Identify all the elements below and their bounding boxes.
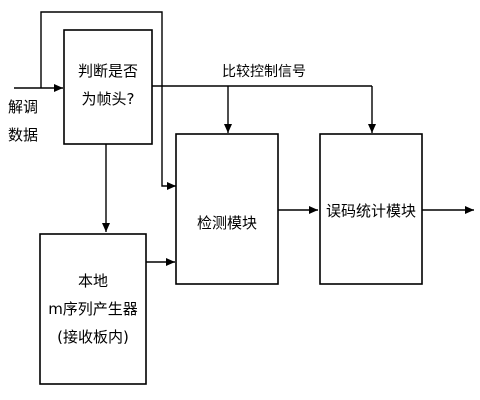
error-stats-block <box>319 133 423 285</box>
detection-label: 检测模块 <box>197 214 257 232</box>
input-label-line-2: 数据 <box>8 126 38 144</box>
control-signal-label: 比较控制信号 <box>222 64 306 80</box>
generator-label-line-1: 本地 <box>78 272 108 290</box>
detection-block <box>175 133 279 285</box>
input-label-line-1: 解调 <box>8 98 38 116</box>
generator-label-line-2: m序列产生器 <box>48 300 138 318</box>
local-generator-block <box>39 233 147 385</box>
frame-check-label-line-1: 判断是否 <box>78 62 138 80</box>
frame-check-block <box>63 29 153 145</box>
generator-label-line-3: (接收板内) <box>57 328 129 346</box>
frame-check-label-line-2: 为帧头? <box>82 90 135 108</box>
loop-to-detection <box>40 11 176 190</box>
error-stats-label: 误码统计模块 <box>326 202 416 220</box>
